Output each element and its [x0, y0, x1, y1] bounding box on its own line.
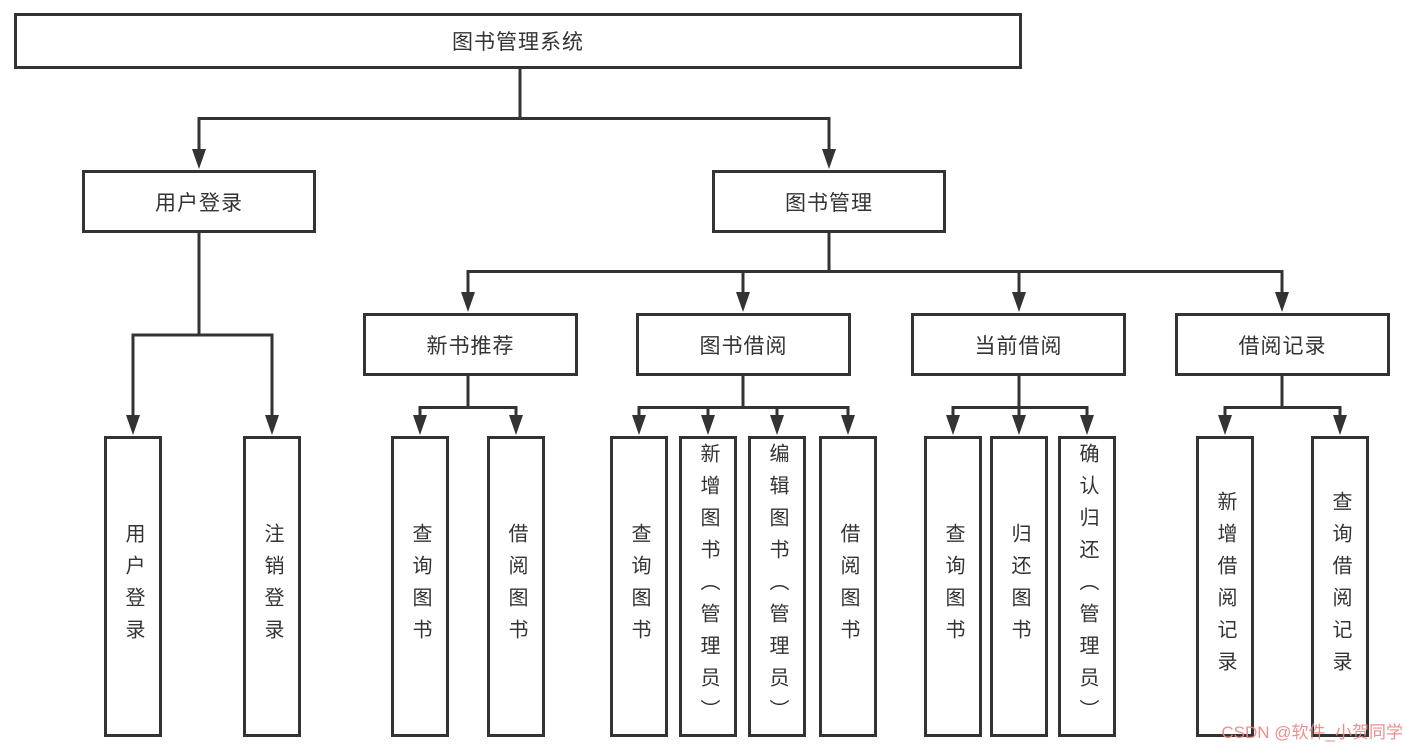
- leaf-return-books: 归还图书: [990, 436, 1048, 737]
- leaf-recommend-borrow-books: 借阅图书: [487, 436, 545, 737]
- connector-root-to-level2: [192, 69, 836, 169]
- leaf-confirm-return-admin-label: 确认归还（管理员）: [1076, 442, 1098, 731]
- node-root: 图书管理系统: [14, 13, 1022, 69]
- leaf-logout: 注销登录: [243, 436, 301, 737]
- leaf-current-query-books-label: 查询图书: [942, 522, 964, 651]
- leaf-edit-books-admin-label: 编辑图书（管理员）: [766, 442, 788, 731]
- node-new-book-recommend-label: 新书推荐: [426, 334, 515, 358]
- leaf-user-login-label: 用户登录: [122, 522, 144, 651]
- connector-user-login-to-leaves: [126, 233, 279, 435]
- node-book-management: 图书管理: [712, 170, 946, 233]
- leaf-add-books-admin-label: 新增图书（管理员）: [697, 442, 719, 731]
- leaf-current-query-books: 查询图书: [924, 436, 982, 737]
- leaf-add-borrow-record-label: 新增借阅记录: [1214, 490, 1236, 683]
- node-borrow-records-label: 借阅记录: [1238, 334, 1327, 358]
- node-book-management-label: 图书管理: [785, 191, 873, 215]
- leaf-logout-label: 注销登录: [261, 522, 283, 651]
- node-book-borrow-label: 图书借阅: [699, 334, 788, 358]
- node-book-borrow: 图书借阅: [636, 313, 851, 376]
- csdn-watermark: CSDN @软件_小贺同学: [1221, 723, 1403, 742]
- leaf-user-login: 用户登录: [104, 436, 162, 737]
- leaf-add-books-admin: 新增图书（管理员）: [679, 436, 737, 737]
- node-borrow-records: 借阅记录: [1175, 313, 1390, 376]
- leaf-add-borrow-record: 新增借阅记录: [1196, 436, 1254, 737]
- leaf-edit-books-admin: 编辑图书（管理员）: [748, 436, 806, 737]
- leaf-confirm-return-admin: 确认归还（管理员）: [1058, 436, 1116, 737]
- leaf-recommend-query-books-label: 查询图书: [409, 522, 431, 651]
- leaf-return-books-label: 归还图书: [1008, 522, 1030, 651]
- node-current-borrow-label: 当前借阅: [974, 334, 1063, 358]
- leaf-query-borrow-record-label: 查询借阅记录: [1329, 490, 1351, 683]
- connector-borrow-records-to-leaves: [1218, 376, 1347, 435]
- connector-current-borrow-to-leaves: [946, 376, 1094, 435]
- node-current-borrow: 当前借阅: [911, 313, 1126, 376]
- connector-new-book-recommend-to-leaves: [413, 376, 523, 435]
- node-user-login-label: 用户登录: [155, 191, 243, 215]
- connector-book-borrow-to-leaves: [632, 376, 855, 435]
- leaf-borrow-query-books-label: 查询图书: [628, 522, 650, 651]
- node-root-label: 图书管理系统: [452, 31, 584, 54]
- leaf-query-borrow-record: 查询借阅记录: [1311, 436, 1369, 737]
- leaf-recommend-borrow-books-label: 借阅图书: [505, 522, 527, 651]
- leaf-borrow-books-label: 借阅图书: [837, 522, 859, 651]
- node-user-login: 用户登录: [82, 170, 316, 233]
- leaf-recommend-query-books: 查询图书: [391, 436, 449, 737]
- node-new-book-recommend: 新书推荐: [363, 313, 578, 376]
- leaf-borrow-query-books: 查询图书: [610, 436, 668, 737]
- connector-book-management-to-level3: [461, 233, 1289, 312]
- leaf-borrow-books: 借阅图书: [819, 436, 877, 737]
